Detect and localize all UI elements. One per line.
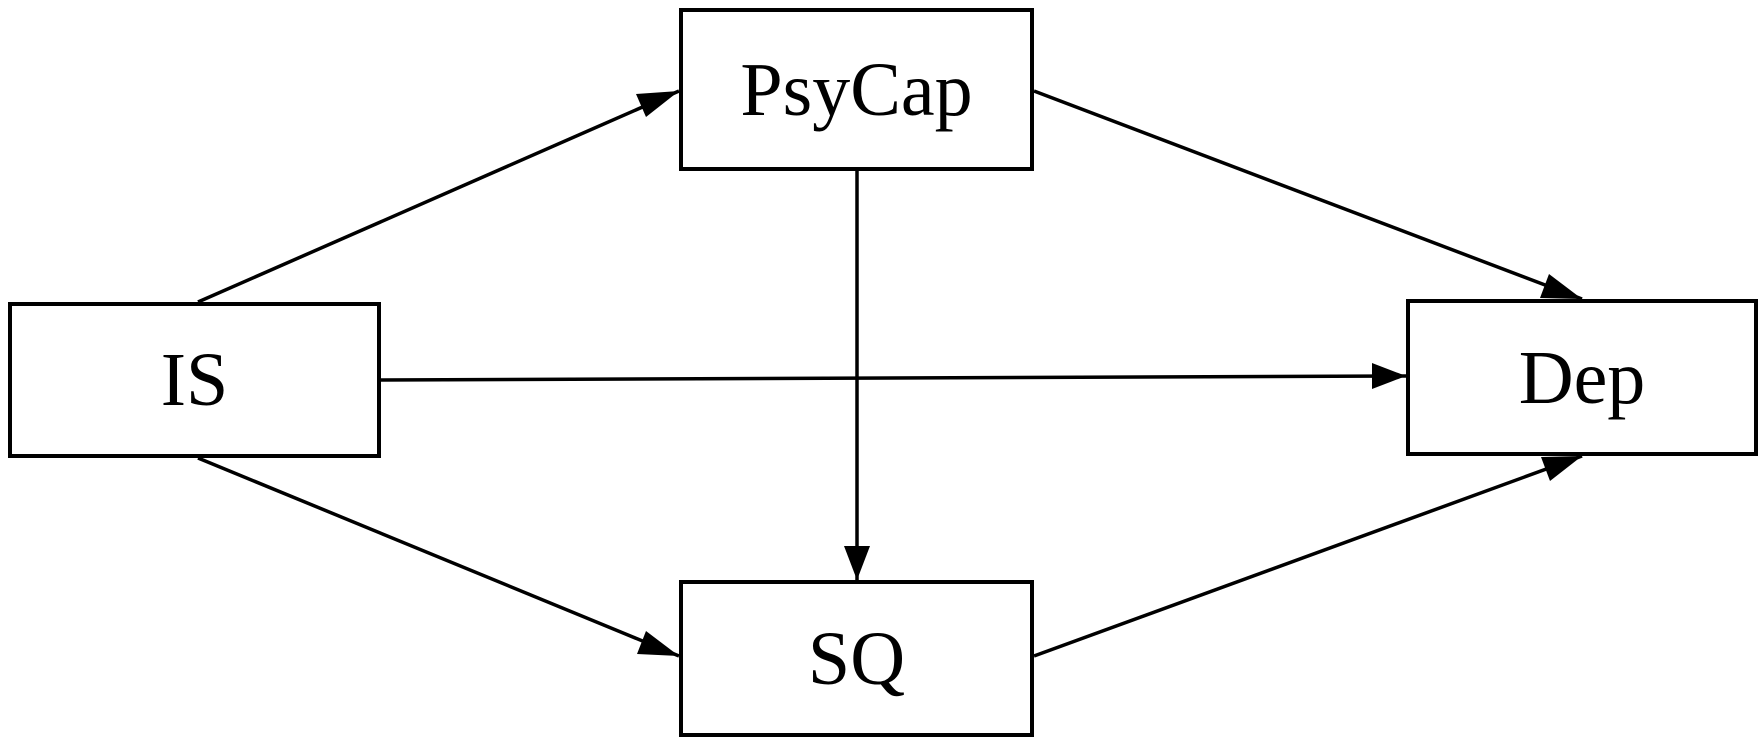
arrowhead-is-to-psycap xyxy=(636,91,679,117)
node-is: IS xyxy=(8,302,381,458)
arrowhead-sq-to-dep xyxy=(1541,456,1582,481)
node-psycap-label: PsyCap xyxy=(740,47,973,132)
arrowhead-psycap-to-dep xyxy=(1540,274,1582,299)
arrow-is-to-dep xyxy=(380,374,1407,382)
arrow-sq-to-dep xyxy=(1033,454,1583,658)
arrow-is-to-sq xyxy=(197,456,680,658)
arrowhead-is-to-sq xyxy=(637,631,679,656)
node-psycap: PsyCap xyxy=(679,8,1034,171)
node-is-label: IS xyxy=(160,338,229,422)
node-sq: SQ xyxy=(679,580,1034,737)
arrowhead-psycap-to-sq xyxy=(844,546,870,580)
arrow-psycap-to-dep xyxy=(1033,89,1583,301)
arrow-is-to-psycap xyxy=(197,89,680,304)
node-sq-label: SQ xyxy=(807,616,906,701)
node-dep: Dep xyxy=(1406,299,1758,456)
node-dep-label: Dep xyxy=(1518,335,1646,420)
arrowhead-is-to-dep xyxy=(1372,363,1406,389)
